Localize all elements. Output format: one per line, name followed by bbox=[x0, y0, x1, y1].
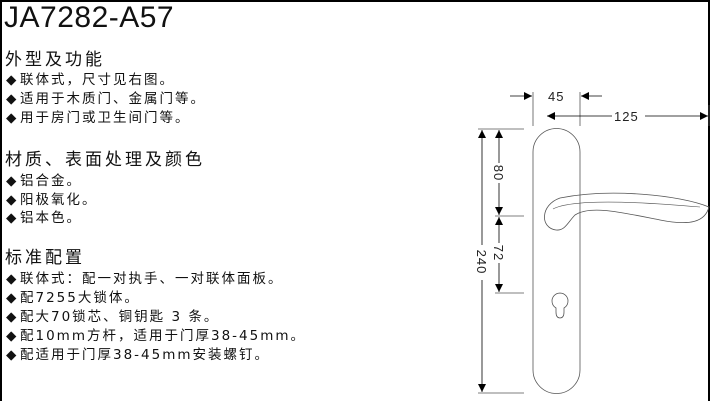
model-title: JA7282-A57 bbox=[4, 1, 175, 34]
diamond-bullet-icon: ◆ bbox=[6, 210, 17, 226]
list-item: ◆配适用于门厚38-45mm安装螺钉。 bbox=[6, 346, 270, 364]
diamond-bullet-icon: ◆ bbox=[6, 173, 17, 189]
item-text: 联体式：配一对执手、一对联体面板。 bbox=[20, 271, 284, 287]
diamond-bullet-icon: ◆ bbox=[6, 309, 17, 325]
item-text: 用于房门或卫生间门等。 bbox=[20, 110, 191, 126]
diamond-bullet-icon: ◆ bbox=[6, 290, 17, 306]
dim-label-80: 80 bbox=[491, 165, 506, 181]
diamond-bullet-icon: ◆ bbox=[6, 91, 17, 107]
list-item: ◆联体式：配一对执手、一对联体面板。 bbox=[6, 270, 284, 288]
item-text: 适用于木质门、金属门等。 bbox=[20, 91, 206, 107]
item-text: 铝合金。 bbox=[20, 173, 82, 189]
lever-handle-outline bbox=[544, 192, 710, 231]
diamond-bullet-icon: ◆ bbox=[6, 271, 17, 287]
list-item: ◆适用于木质门、金属门等。 bbox=[6, 90, 206, 108]
diamond-bullet-icon: ◆ bbox=[6, 192, 17, 208]
list-item: ◆阳极氧化。 bbox=[6, 191, 98, 209]
dim-label-240: 240 bbox=[474, 250, 489, 275]
diamond-bullet-icon: ◆ bbox=[6, 347, 17, 363]
item-text: 铝本色。 bbox=[20, 210, 82, 226]
section-heading-standard-config: 标准配置 bbox=[5, 248, 85, 268]
diamond-bullet-icon: ◆ bbox=[6, 110, 17, 126]
list-item: ◆铝合金。 bbox=[6, 172, 82, 190]
item-text: 阳极氧化。 bbox=[20, 192, 98, 208]
keyhole-outline bbox=[551, 292, 569, 319]
diamond-bullet-icon: ◆ bbox=[6, 328, 17, 344]
item-text: 配适用于门厚38-45mm安装螺钉。 bbox=[20, 347, 271, 363]
dim-label-72: 72 bbox=[491, 245, 506, 261]
list-item: ◆配7255大锁体。 bbox=[6, 289, 140, 307]
list-item: ◆用于房门或卫生间门等。 bbox=[6, 109, 191, 127]
section-heading-material: 材质、表面处理及颜色 bbox=[5, 150, 205, 170]
dim-label-45: 45 bbox=[548, 89, 564, 104]
item-text: 配大70锁芯、铜钥匙 3 条。 bbox=[20, 309, 220, 325]
dim-label-125: 125 bbox=[614, 109, 639, 124]
item-text: 配7255大锁体。 bbox=[20, 290, 140, 306]
backplate-outline bbox=[532, 128, 581, 394]
list-item: ◆铝本色。 bbox=[6, 209, 82, 227]
list-item: ◆配10mm方杆，适用于门厚38-45mm。 bbox=[6, 327, 306, 345]
item-text: 配10mm方杆，适用于门厚38-45mm。 bbox=[20, 328, 307, 344]
diamond-bullet-icon: ◆ bbox=[6, 72, 17, 88]
list-item: ◆联体式，尺寸见右图。 bbox=[6, 71, 175, 89]
item-text: 联体式，尺寸见右图。 bbox=[20, 72, 175, 88]
section-heading-shape-function: 外型及功能 bbox=[5, 50, 105, 70]
list-item: ◆配大70锁芯、铜钥匙 3 条。 bbox=[6, 308, 219, 326]
